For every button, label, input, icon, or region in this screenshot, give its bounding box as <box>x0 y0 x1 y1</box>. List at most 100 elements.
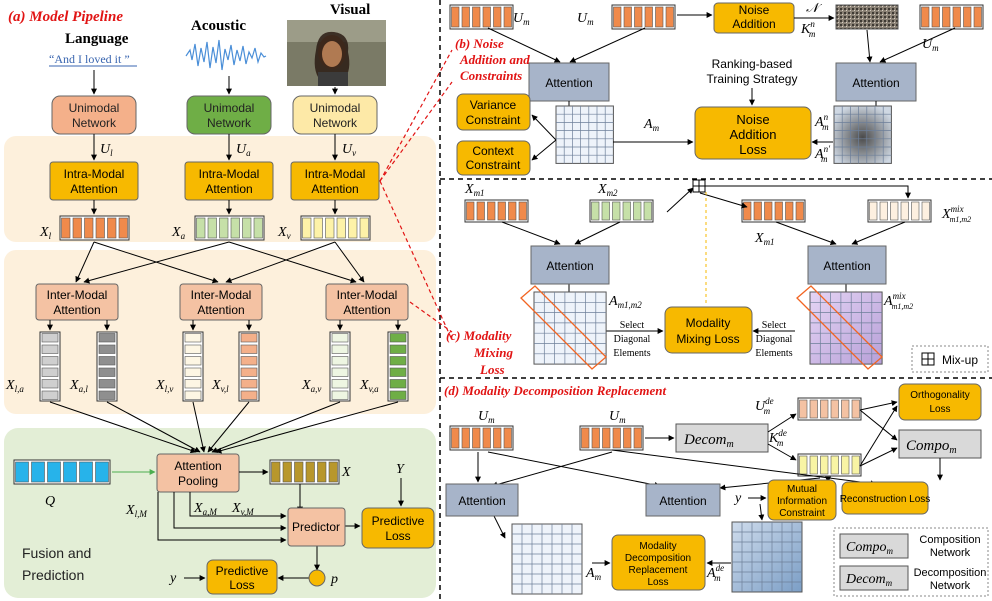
svg-text:Inter-Modal: Inter-Modal <box>191 288 252 302</box>
panel-b-title-2: Addition and <box>459 52 530 67</box>
label-y-cap: Y <box>396 462 406 477</box>
svg-text:Loss: Loss <box>229 578 254 592</box>
token-row-q <box>13 459 111 485</box>
svg-text:Mutual: Mutual <box>787 484 817 495</box>
panel-c-title-1: (c) Modality <box>446 328 512 343</box>
token-row-c-x-m1-left <box>464 199 529 223</box>
svg-text:Constraint: Constraint <box>466 113 521 127</box>
label-a-m-d: Am <box>585 566 602 582</box>
p-node <box>308 569 326 587</box>
label-q: Q <box>45 494 55 509</box>
token-col-x-al <box>96 331 118 402</box>
token-row-x-pooled <box>269 459 340 485</box>
attention-matrix-c-mix <box>809 291 883 365</box>
attention-pooling-box: Attention Pooling <box>156 453 240 493</box>
svg-text:Mixing Loss: Mixing Loss <box>676 332 739 346</box>
panel-c-title-2: Mixing <box>473 345 514 360</box>
modality-mixing-loss-box: Modality Mixing Loss <box>664 306 753 354</box>
token-row-c-x-mix <box>867 199 932 223</box>
attention-box-c-right: Attention <box>807 245 887 285</box>
attention-matrix-d-de <box>731 521 803 593</box>
svg-text:Decomposition: Decomposition <box>914 567 987 579</box>
inter-to-vertical-arrows <box>47 320 401 331</box>
token-row-x-a <box>194 215 265 241</box>
svg-text:Predictive: Predictive <box>216 564 269 578</box>
label-n-gaussian: 𝒩 <box>806 0 823 15</box>
token-row-c-x-m1-right <box>741 199 806 223</box>
label-d-u-m-1: Um <box>478 409 495 425</box>
svg-text:Loss: Loss <box>385 529 410 543</box>
label-d-u-m-2: Um <box>609 409 626 425</box>
svg-text:Modality: Modality <box>686 316 731 330</box>
token-row-x-v <box>300 215 371 241</box>
pooling-converge-lines <box>49 401 399 454</box>
token-row-b-u-m-2 <box>611 4 676 30</box>
svg-text:Decomposition: Decomposition <box>625 553 691 564</box>
svg-text:Attention: Attention <box>70 182 117 196</box>
panel-a: (a) Model Pipeline Language “And I loved… <box>4 2 436 598</box>
svg-text:Attention: Attention <box>546 259 593 273</box>
svg-text:Noise: Noise <box>736 112 769 127</box>
intra-modal-attention-visual: Intra-Modal Attention <box>290 161 380 201</box>
token-row-d-u-de <box>797 397 862 421</box>
label-a-mn2: An'm <box>814 144 831 164</box>
token-rows-a <box>13 215 371 485</box>
svg-text:Unimodal: Unimodal <box>310 101 361 115</box>
svg-text:Unimodal: Unimodal <box>69 101 120 115</box>
svg-text:Loss: Loss <box>647 577 668 588</box>
mixup-legend: Mix-up <box>911 345 989 373</box>
token-cols-a <box>39 331 409 402</box>
token-col-x-va <box>387 331 409 402</box>
token-row-d-u-m-2 <box>579 425 644 451</box>
noise-addition-box: Noise Addition <box>713 2 795 34</box>
svg-text:Mix-up: Mix-up <box>942 353 978 367</box>
attention-box-b-right: Attention <box>835 62 917 102</box>
svg-text:Network: Network <box>930 580 971 592</box>
acoustic-header: Acoustic <box>191 18 246 34</box>
svg-text:Network: Network <box>313 116 358 130</box>
cross-connections <box>75 241 365 284</box>
select-right-3: Elements <box>755 348 792 359</box>
panel-d-title: (d) Modality Decomposition Replacement <box>444 383 666 398</box>
mixup-symbol-top <box>692 179 706 193</box>
inter-modal-attention-lv: Inter-Modal Attention <box>179 283 263 321</box>
svg-text:Unimodal: Unimodal <box>204 101 255 115</box>
token-row-x-l <box>59 215 130 241</box>
svg-text:Attention: Attention <box>343 303 390 317</box>
unimodal-network-acoustic: Unimodal Network <box>186 95 272 135</box>
diagonal-highlight-right <box>796 285 883 370</box>
svg-text:Inter-Modal: Inter-Modal <box>47 288 108 302</box>
replacement-loss-box: Modality Decomposition Replacement Loss <box>611 534 706 591</box>
token-row-b-u-m-1 <box>449 4 514 30</box>
label-p: p <box>330 572 338 587</box>
svg-text:Inter-Modal: Inter-Modal <box>337 288 398 302</box>
svg-text:Intra-Modal: Intra-Modal <box>199 167 260 181</box>
svg-text:Network: Network <box>72 116 117 130</box>
svg-text:Network: Network <box>207 116 252 130</box>
label-x-pooled: X <box>341 465 351 480</box>
token-row-b-u-m-3 <box>919 4 984 30</box>
select-right-1: Select <box>762 320 787 331</box>
red-dashed-connectors <box>379 49 453 341</box>
svg-text:Replacement: Replacement <box>629 565 688 576</box>
variance-constraint-box: Variance Constraint <box>456 93 531 131</box>
label-a-m-b: Am <box>643 117 660 133</box>
label-b-u-m-1: Um <box>513 11 530 27</box>
intra-modal-attention-language: Intra-Modal Attention <box>49 161 139 201</box>
compo-box: Compom <box>898 429 982 459</box>
select-left-2: Diagonal <box>614 334 651 345</box>
attention-box-b-left: Attention <box>528 62 610 102</box>
label-b-u-m-2: Um <box>577 11 594 27</box>
token-row-d-u-m-1 <box>449 425 514 451</box>
attention-matrix-b-clean <box>555 105 614 164</box>
select-right-2: Diagonal <box>756 334 793 345</box>
label-x-l: Xl <box>39 225 52 241</box>
svg-text:Attention: Attention <box>823 259 870 273</box>
acoustic-waveform <box>184 38 268 74</box>
predictive-loss-box-main: Predictive Loss <box>361 507 435 549</box>
attention-matrix-c-left <box>533 291 607 365</box>
svg-text:Attention: Attention <box>53 303 100 317</box>
